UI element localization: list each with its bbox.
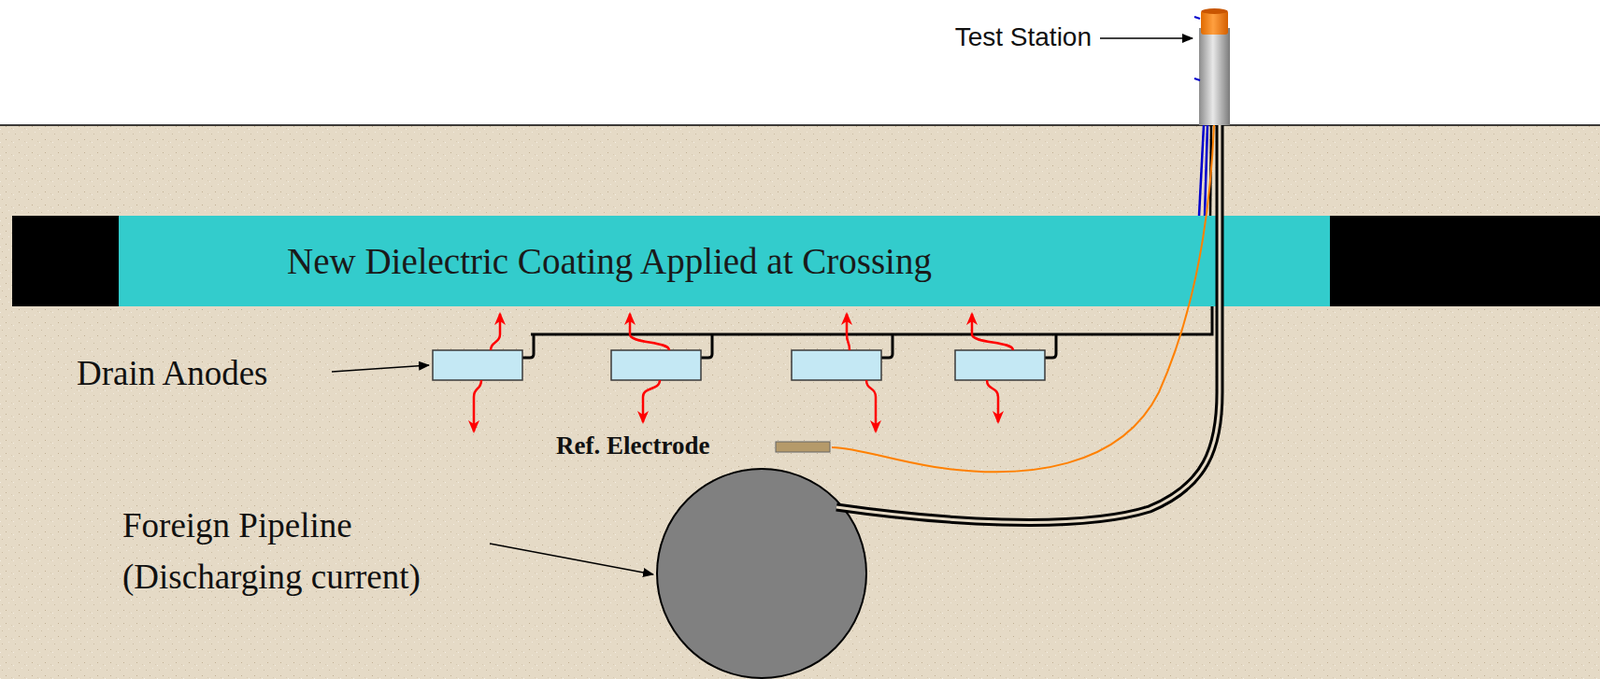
coating-band: New Dielectric Coating Applied at Crossi… <box>118 215 1330 307</box>
dielectric-coating <box>118 215 1330 307</box>
soil-ground <box>0 125 1600 679</box>
drain-anodes-label: Drain Anodes <box>76 353 269 394</box>
test-station-post <box>1194 8 1230 126</box>
reference-electrode <box>775 442 830 453</box>
leader-arrows <box>331 38 1193 575</box>
pipeline-body <box>12 215 1600 307</box>
bond-cable <box>836 125 1220 523</box>
ref-electrode-label: Ref. Electrode <box>556 431 710 461</box>
coating-text: New Dielectric Coating Applied at Crossi… <box>286 240 932 283</box>
current-arrows <box>473 314 1014 432</box>
soil-texture <box>0 125 1600 679</box>
drain-anodes <box>432 350 1045 381</box>
foreign-pipeline-label: Foreign Pipeline (Discharging current) <box>122 500 497 603</box>
foreign-pipeline <box>657 469 867 679</box>
electrode-lead <box>831 125 1215 472</box>
ground-surface <box>0 124 1600 127</box>
test-station-label: Test Station <box>955 22 1092 53</box>
test-station-leads <box>1199 125 1212 216</box>
